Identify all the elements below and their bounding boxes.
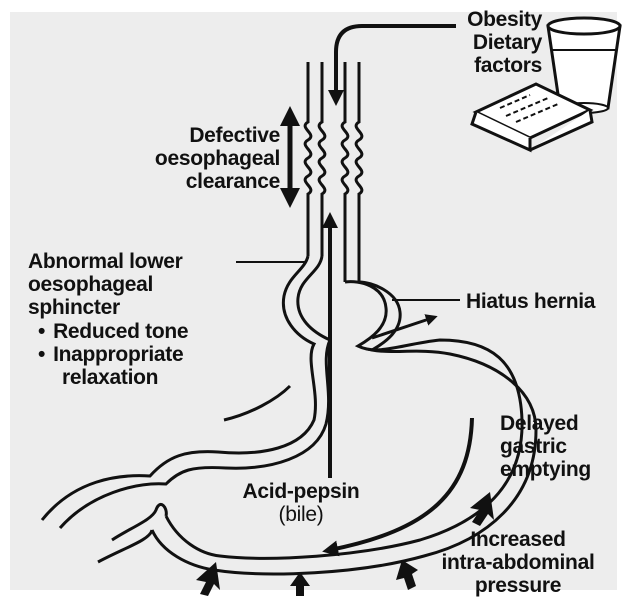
sphincter-label: Abnormal lower oesophageal sphincter [28, 250, 183, 319]
risk-factors-label: Obesity Dietary factors [426, 8, 542, 77]
oesophagus [305, 62, 362, 282]
clearance-label: Defective oesophageal clearance [150, 124, 280, 193]
pressure-label: Increased intra-abdominal pressure [428, 528, 608, 597]
sphincter-point-continuation: relaxation [38, 366, 188, 389]
emptying-label: Delayed gastric emptying [500, 412, 591, 481]
fold-line [224, 386, 290, 420]
acid-pepsin-label: Acid-pepsin (bile) [236, 480, 366, 526]
sphincter-point: Reduced tone [38, 320, 188, 343]
hernia-label: Hiatus hernia [466, 290, 595, 313]
sphincter-point: Inappropriate [38, 343, 188, 366]
sphincter-points: Reduced tone Inappropriate relaxation [38, 320, 188, 389]
